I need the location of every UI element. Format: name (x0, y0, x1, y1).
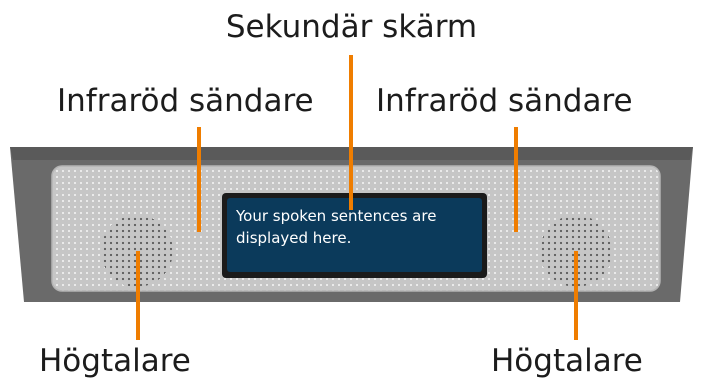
ir-transmitter-left-label: Infraröd sändare (57, 83, 314, 119)
secondary-screen-label: Sekundär skärm (225, 9, 478, 45)
callout-lines (136, 55, 578, 340)
speaker-right-label: Högtalare (491, 343, 643, 379)
ir-transmitter-right-label: Infraröd sändare (376, 83, 633, 119)
secondary-screen (222, 193, 487, 278)
speaker-left-label: Högtalare (39, 343, 191, 379)
screen-message: Your spoken sentences are displayed here… (236, 207, 437, 247)
